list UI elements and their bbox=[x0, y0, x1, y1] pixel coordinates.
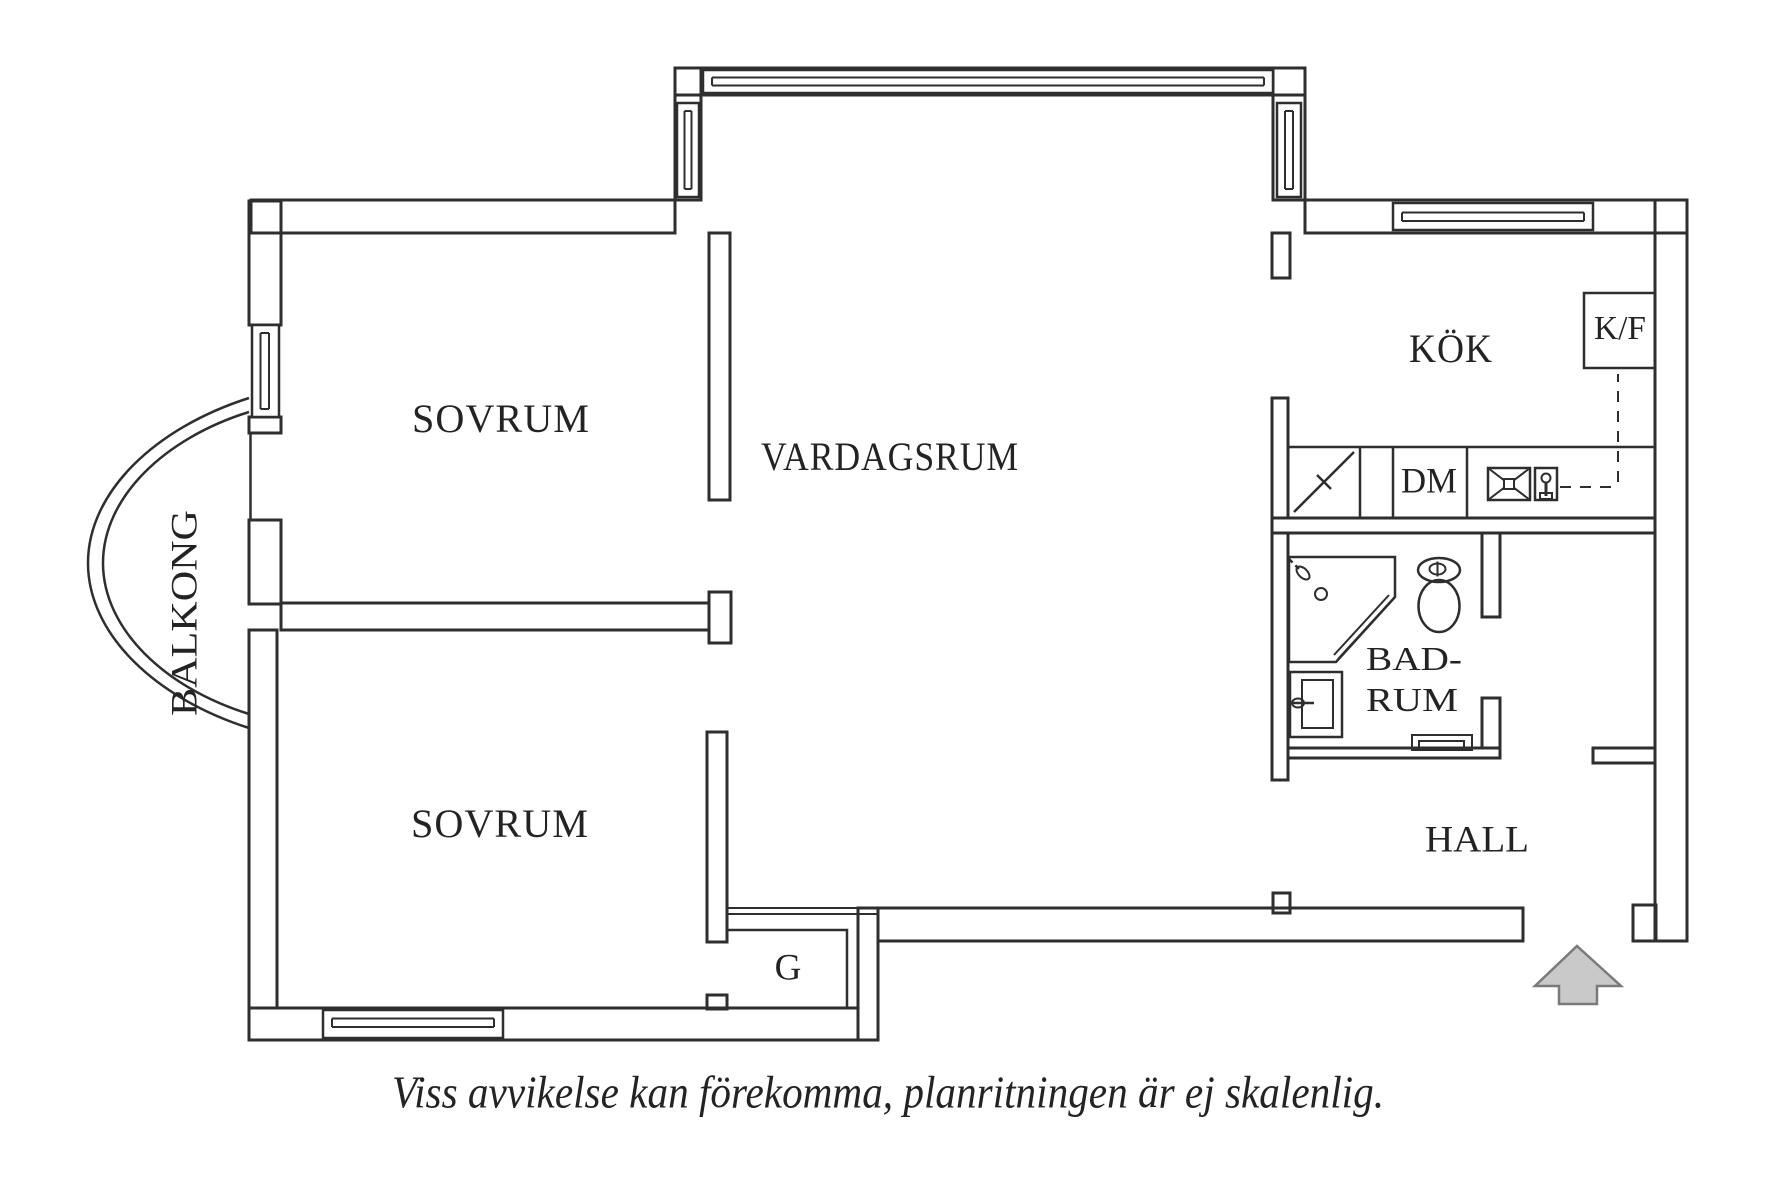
bathroom-fixtures bbox=[1287, 555, 1473, 751]
wall-kitchen-west-lower bbox=[1270, 396, 1290, 520]
disclaimer-caption: Viss avvikelse kan förekomma, planritnin… bbox=[392, 1067, 1384, 1117]
wall-kitchen-south bbox=[1270, 516, 1657, 535]
wall-bathroom-south bbox=[1286, 746, 1502, 760]
wall-bedroom2-living bbox=[705, 730, 729, 944]
wall-bay-right bbox=[1271, 66, 1307, 202]
wall-bottom-left bbox=[247, 1006, 860, 1042]
wall-left-junction bbox=[247, 518, 283, 606]
bathroom-sink-icon bbox=[1288, 670, 1344, 739]
wall-bathroom-east-lower bbox=[1480, 696, 1502, 750]
faucet-icon bbox=[1533, 466, 1559, 502]
kitchen-window bbox=[1391, 201, 1595, 232]
stove-icon bbox=[1293, 451, 1355, 513]
wall-step bbox=[856, 906, 880, 1042]
bedroom2-window bbox=[321, 1008, 505, 1040]
bedroom1-label: SOVRUM bbox=[412, 396, 590, 441]
wall-bottom-right bbox=[876, 906, 1525, 943]
wall-left-mid bbox=[247, 415, 283, 435]
kitchen-sink-icon bbox=[1486, 466, 1532, 502]
wall-living-bottom-thin bbox=[726, 907, 879, 915]
windows bbox=[250, 68, 1595, 1040]
wall-bathroom-east-upper bbox=[1480, 531, 1502, 619]
bedroom1-window bbox=[250, 323, 281, 419]
hall-door-jamb bbox=[1271, 891, 1292, 915]
kitchen-label: KÖK bbox=[1409, 326, 1493, 371]
bathroom-threshold bbox=[1411, 734, 1473, 751]
wall-kitchen-west-upper bbox=[1270, 231, 1292, 280]
living-room-label: VARDAGSRUM bbox=[761, 434, 1019, 479]
bathroom-label-line2: RUM bbox=[1366, 682, 1458, 719]
entrance-door-jamb bbox=[1631, 903, 1658, 943]
wardrobe-label: G bbox=[775, 947, 802, 988]
closet-door-jamb bbox=[705, 993, 729, 1011]
wall-left-upper bbox=[247, 199, 283, 327]
wall-left-lower bbox=[247, 628, 279, 1010]
bathroom-label-line1: BAD- bbox=[1366, 641, 1462, 678]
kitchen-fixtures bbox=[1286, 291, 1657, 520]
toilet-icon bbox=[1416, 556, 1462, 634]
wall-hall-nook bbox=[1591, 746, 1657, 765]
fridge-freezer-label: K/F bbox=[1594, 310, 1646, 347]
counter-dashed-line bbox=[1560, 374, 1619, 488]
bay-window bbox=[701, 68, 1275, 95]
exterior-walls bbox=[247, 66, 1689, 1042]
wall-right bbox=[1653, 198, 1689, 943]
shower-icon bbox=[1287, 555, 1397, 664]
bedroom2-label: SOVRUM bbox=[411, 801, 589, 846]
wall-bathroom-west bbox=[1270, 531, 1290, 782]
hall-label: HALL bbox=[1425, 819, 1529, 860]
dishwasher-label: DM bbox=[1401, 460, 1457, 500]
wall-top-left bbox=[249, 198, 677, 235]
balcony-label: BALKONG bbox=[164, 510, 205, 716]
bay-left-window bbox=[675, 101, 701, 199]
kitchen-counter bbox=[1286, 445, 1657, 520]
fridge-freezer-box bbox=[1582, 291, 1657, 370]
bay-right-window bbox=[1275, 101, 1303, 199]
wall-bedroom1-living bbox=[707, 231, 732, 502]
balcony-arc bbox=[86, 396, 250, 730]
entrance-arrow-icon bbox=[1531, 944, 1625, 1006]
wardrobe-walls bbox=[727, 928, 849, 1008]
wall-between-bedrooms bbox=[279, 601, 711, 632]
wall-tee-stub bbox=[707, 590, 733, 645]
